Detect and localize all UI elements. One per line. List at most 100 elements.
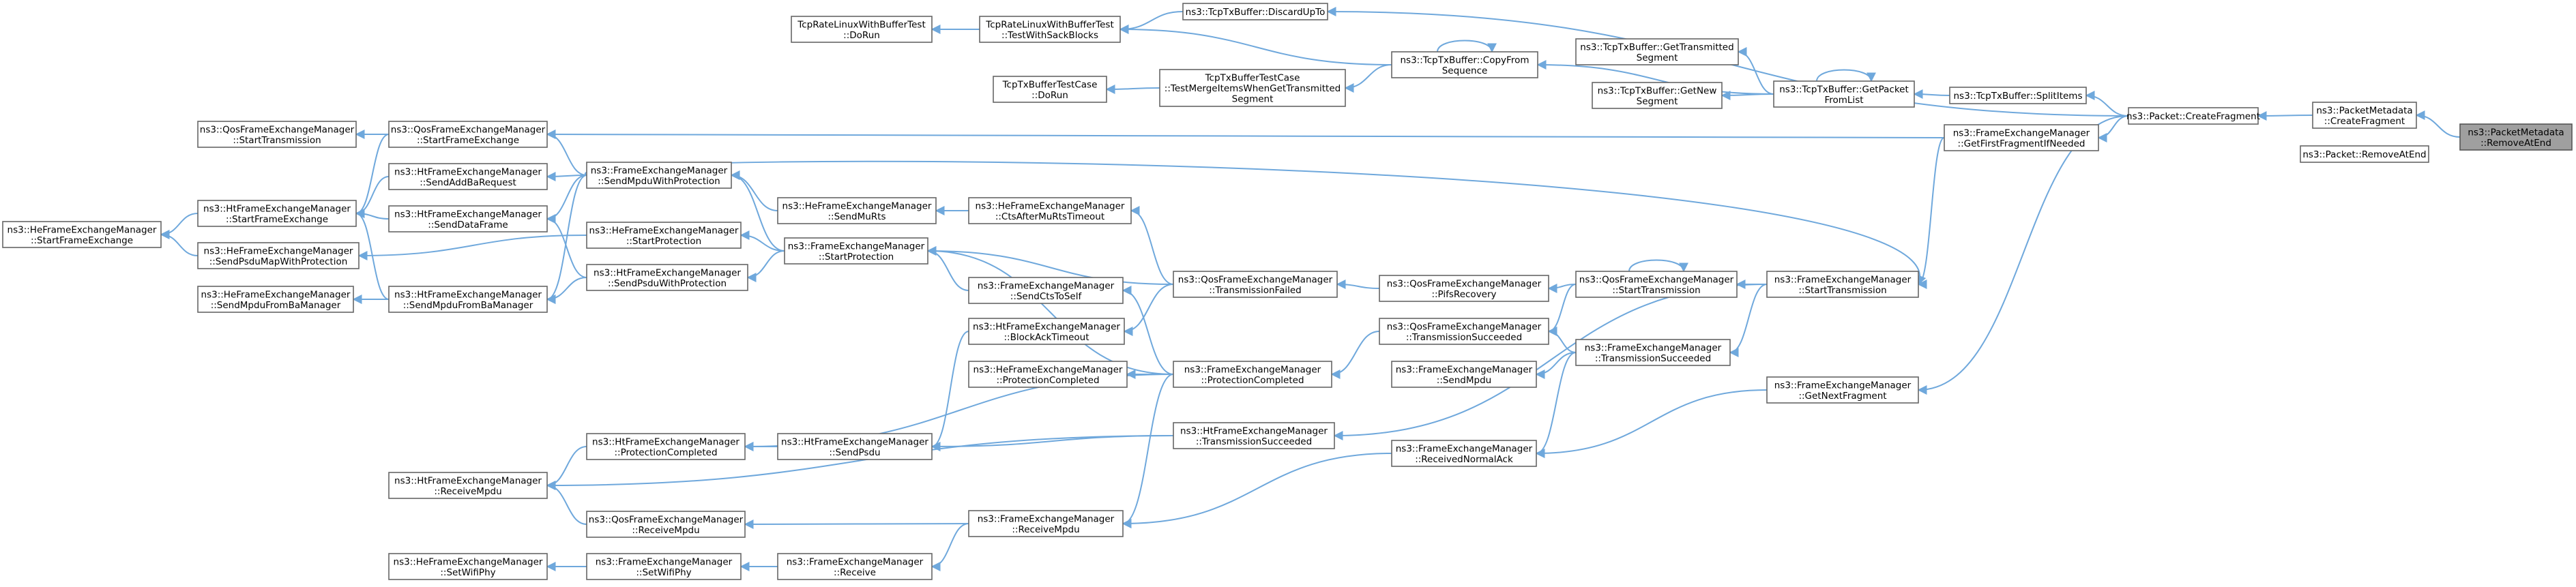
node-label-line: ns3::HtFrameExchangeManager: [394, 475, 542, 486]
node-ht-protcompleted[interactable]: ns3::HtFrameExchangeManager::ProtectionC…: [586, 433, 746, 460]
node-fem-setwifiphy[interactable]: ns3::FrameExchangeManager::SetWifiPhy: [586, 553, 742, 580]
node-fem-protcompleted[interactable]: ns3::FrameExchangeManager::ProtectionCom…: [1173, 361, 1332, 388]
node-ht-sendpsdu[interactable]: ns3::HtFrameExchangeManager::SendPsdu: [777, 433, 933, 460]
edge-qos-startframeex-to-fem-getfirstfrag: [546, 130, 1945, 140]
node-box: [968, 318, 1125, 345]
node-pm-createfrag[interactable]: ns3::PacketMetadata::CreateFragment: [2312, 102, 2417, 129]
node-box: [1182, 3, 1328, 20]
edge-fem-startprot-to-fem-sendcts: [926, 246, 969, 291]
node-fem-starttx[interactable]: ns3::FrameExchangeManager::StartTransmis…: [1766, 271, 1919, 298]
node-fem-sendmpduwp[interactable]: ns3::FrameExchangeManager::SendMpduWithP…: [586, 162, 732, 189]
node-label-line: Segment: [1232, 94, 1274, 105]
node-tcptx-splititems[interactable]: ns3::TcpTxBuffer::SplitItems: [1949, 87, 2087, 104]
node-ht-sendpsduwp[interactable]: ns3::HtFrameExchangeManager::SendPsduWit…: [586, 264, 748, 291]
edge-pkt-createfrag-to-pm-createfrag: [2257, 110, 2313, 121]
node-qos-starttx[interactable]: ns3::QosFrameExchangeManager::StartTrans…: [1575, 271, 1738, 298]
node-box: [586, 433, 746, 460]
node-fem-rxnormalack[interactable]: ns3::FrameExchangeManager::ReceivedNorma…: [1391, 440, 1537, 467]
node-label-line: ::SendPsduWithProtection: [608, 278, 727, 289]
node-label-line: ::TransmissionFailed: [1209, 285, 1301, 296]
node-label-line: ::StartTransmission: [1612, 285, 1700, 296]
node-pkt-createfrag[interactable]: ns3::Packet::CreateFragment: [2126, 107, 2260, 125]
node-label-line: ::StartProtection: [626, 236, 701, 247]
node-fem-txsucceeded[interactable]: ns3::FrameExchangeManager::TransmissionS…: [1575, 339, 1731, 366]
node-he-sendmpdufromba[interactable]: ns3::HeFrameExchangeManager::SendMpduFro…: [197, 286, 354, 313]
node-fem-sendmpdu[interactable]: ns3::FrameExchangeManager::SendMpdu: [1391, 361, 1537, 388]
node-label-line: ::TestWithSackBlocks: [1001, 30, 1098, 41]
node-tcptx-discardupto[interactable]: ns3::TcpTxBuffer::DiscardUpTo: [1182, 3, 1328, 20]
edge-fem-getfirstfrag-to-pkt-createfrag: [2097, 115, 2129, 142]
node-qos-starttx-left[interactable]: ns3::QosFrameExchangeManager::StartTrans…: [197, 121, 357, 148]
node-ht-sendaddba[interactable]: ns3::HtFrameExchangeManager::SendAddBaRe…: [388, 163, 548, 190]
node-qos-pifs[interactable]: ns3::QosFrameExchangeManager::PifsRecove…: [1379, 275, 1549, 302]
node-fem-getnextfrag[interactable]: ns3::FrameExchangeManager::GetNextFragme…: [1766, 376, 1919, 404]
node-qos-startframeex[interactable]: ns3::QosFrameExchangeManager::StartFrame…: [388, 121, 548, 148]
node-label-line: FromList: [1824, 95, 1863, 106]
node-box: [388, 286, 548, 313]
node-label-line: ::ProtectionCompleted: [996, 375, 1099, 386]
node-fem-sendcts[interactable]: ns3::FrameExchangeManager::SendCtsToSelf: [968, 277, 1124, 304]
node-label-line: ::SendAddBaRequest: [420, 177, 516, 188]
node-qos-txsucceeded[interactable]: ns3::QosFrameExchangeManager::Transmissi…: [1379, 318, 1549, 345]
node-label-line: ns3::FrameExchangeManager: [596, 556, 733, 567]
node-label-line: ns3::HeFrameExchangeManager: [8, 224, 157, 235]
node-fem-receive[interactable]: ns3::FrameExchangeManager::Receive: [777, 553, 933, 580]
node-he-startframeex[interactable]: ns3::HeFrameExchangeManager::StartFrameE…: [2, 221, 162, 248]
node-target[interactable]: ns3::PacketMetadata::RemoveAtEnd: [2459, 123, 2573, 151]
node-fem-getfirstfrag[interactable]: ns3::FrameExchangeManager::GetFirstFragm…: [1944, 124, 2099, 151]
node-he-startprot[interactable]: ns3::HeFrameExchangeManager::StartProtec…: [586, 222, 742, 249]
node-label-line: ::SendDataFrame: [428, 220, 508, 230]
node-label-line: ns3::FrameExchangeManager: [788, 241, 925, 252]
node-label-line: ns3::HtFrameExchangeManager: [781, 436, 928, 447]
node-he-sendpsdumap[interactable]: ns3::HeFrameExchangeManager::SendPsduMap…: [197, 242, 360, 269]
node-qos-rxmpdu[interactable]: ns3::QosFrameExchangeManager::ReceiveMpd…: [586, 511, 746, 538]
node-box: [2300, 145, 2429, 163]
node-he-sendmurts[interactable]: ns3::HeFrameExchangeManager::SendMuRts: [777, 197, 937, 224]
node-txbuf-merge[interactable]: TcpTxBufferTestCase::TestMergeItemsWhenG…: [1159, 69, 1346, 107]
node-ht-startframeex[interactable]: ns3::HtFrameExchangeManager::StartFrameE…: [197, 200, 357, 227]
node-box: [1575, 271, 1738, 298]
node-label-line: TcpTxBufferTestCase: [1002, 79, 1098, 90]
node-box: [2312, 102, 2417, 129]
node-label-line: ::DoRun: [1031, 90, 1068, 101]
edge-fem-rxmpdu-to-fem-rxnormalack: [1122, 453, 1392, 528]
node-ht-txsucceeded[interactable]: ns3::HtFrameExchangeManager::Transmissio…: [1173, 422, 1335, 449]
node-box: [586, 162, 732, 189]
node-ht-sendmpdufromba[interactable]: ns3::HtFrameExchangeManager::SendMpduFro…: [388, 286, 548, 313]
node-pkt-removeatend[interactable]: ns3::Packet::RemoveAtEnd: [2300, 145, 2429, 163]
node-txbuf-dorun[interactable]: TcpTxBufferTestCase::DoRun: [993, 76, 1107, 103]
node-fem-rxmpdu[interactable]: ns3::FrameExchangeManager::ReceiveMpdu: [968, 510, 1124, 537]
edge-fem-starttx-to-fem-getfirstfrag: [1917, 137, 1945, 289]
node-label-line: ::SendMpduFromBaManager: [403, 300, 533, 311]
node-he-ctsafter[interactable]: ns3::HeFrameExchangeManager::CtsAfterMuR…: [968, 197, 1132, 224]
node-fem-startprot[interactable]: ns3::FrameExchangeManager::StartProtecti…: [784, 237, 928, 265]
node-label-line: ns3::HtFrameExchangeManager: [394, 289, 542, 300]
node-rate-sack[interactable]: TcpRateLinuxWithBufferTest::TestWithSack…: [979, 16, 1121, 43]
node-qos-txfailed[interactable]: ns3::QosFrameExchangeManager::Transmissi…: [1173, 271, 1338, 298]
edge-tcptx-getpacket-to-tcptx-splititems: [1913, 89, 1950, 100]
node-box: [1949, 87, 2087, 104]
node-box: [388, 121, 548, 148]
node-he-setwifiphy[interactable]: ns3::HeFrameExchangeManager::SetWifiPhy: [388, 553, 548, 580]
node-label-line: ns3::QosFrameExchangeManager: [1579, 274, 1734, 285]
node-ht-rxmpdu[interactable]: ns3::HtFrameExchangeManager::ReceiveMpdu: [388, 472, 548, 499]
edges-layer: [160, 7, 2461, 571]
edge-tcptx-gettransmitted-to-tcptx-getpacket: [1737, 47, 1774, 95]
node-ht-senddataframe[interactable]: ns3::HtFrameExchangeManager::SendDataFra…: [388, 205, 548, 232]
node-label-line: ::StartFrameExchange: [31, 235, 133, 246]
node-label-line: ns3::TcpTxBuffer::DiscardUpTo: [1186, 7, 1326, 18]
self-loop-tcptx-copyfrom: [1437, 40, 1497, 53]
node-rate-dorun[interactable]: TcpRateLinuxWithBufferTest::DoRun: [791, 16, 933, 43]
node-box: [388, 472, 548, 499]
node-he-protcompleted[interactable]: ns3::HeFrameExchangeManager::ProtectionC…: [968, 361, 1128, 388]
node-label-line: ns3::TcpTxBuffer::CopyFrom: [1401, 55, 1530, 65]
node-box: [784, 237, 928, 265]
node-ht-blockack[interactable]: ns3::HtFrameExchangeManager::BlockAckTim…: [968, 318, 1125, 345]
node-label-line: ::StartFrameExchange: [226, 214, 328, 225]
edge-fem-rxmpdu-to-fem-protcompleted: [1122, 374, 1174, 528]
node-label-line: ::PifsRecovery: [1431, 289, 1496, 300]
